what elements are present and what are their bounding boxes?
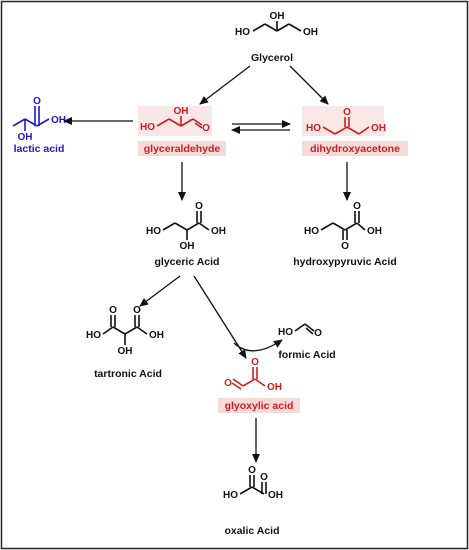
formic-acid-label: formic Acid [278,349,335,361]
tartronic-acid-structure [102,315,148,345]
glyoxylic-acid-o-left: O [224,378,232,389]
lactic-acid-structure [12,106,50,131]
arrow-glycerol-to-glyceraldehyde [199,65,251,105]
oxalic-acid-label: oxalic Acid [224,525,279,537]
oxalic-acid-ho: HO [223,490,238,501]
glycerol-oh-right: OH [303,27,318,38]
glyceric-acid-label: glyceric Acid [155,256,220,268]
oxalic-acid-structure [239,475,267,495]
glycerol-structure [252,21,302,32]
arrow-glyceric-to-glyoxylic-acid [193,275,247,359]
lactic-acid-oh-right: OH [51,115,66,126]
tartronic-acid-o-right: O [133,305,141,316]
oxalic-acid-oh: OH [268,490,283,501]
tartronic-acid-oh-bottom: OH [118,346,133,357]
lactic-acid-oh-bottom: OH [18,132,33,143]
hydroxypyruvic-acid-ho: HO [304,226,319,237]
glyceric-acid-oh-right: OH [211,226,226,237]
dihydroxyacetone-structure [322,117,370,135]
tartronic-acid-o-left: O [109,305,117,316]
glyceraldehyde-label: glyceraldehyde [144,143,221,155]
tartronic-acid-ho: HO [86,330,101,341]
hydroxypyruvic-acid-o-top: O [353,201,361,212]
glyoxylic-acid-structure [231,367,266,390]
glyceraldehyde-oh: OH [174,106,189,117]
glyceraldehyde-ho: HO [140,122,155,133]
arrow-glycerol-to-dihydroxyacetone [289,65,329,105]
arrow-glyceric-to-tartronic-acid [139,275,181,307]
dihydroxyacetone-highlight [302,141,408,156]
formic-acid-structure [294,323,315,335]
glyceraldehyde-structure [156,116,203,129]
hydroxypyruvic-acid-oh: OH [367,226,382,237]
hydroxypyruvic-acid-label: hydroxypyruvic Acid [293,256,396,268]
dihydroxyacetone-label: dihydroxyacetone [310,143,400,155]
formic-acid-ho: HO [278,327,293,338]
arrow-to-formic-acid [233,339,283,352]
oxalic-acid-o-left: O [248,465,256,476]
tartronic-acid-label: tartronic Acid [94,368,162,380]
dihydroxyacetone-o: O [343,107,351,118]
glyoxylic-acid-highlight [218,398,300,413]
glyceric-acid-structure [162,211,210,240]
lactic-acid-label: lactic acid [14,143,65,155]
glyoxylic-acid-oh: OH [267,382,282,393]
glycerol-oh-top: OH [270,11,285,22]
glycerol-label: Glycerol [251,52,293,64]
tartronic-acid-oh-right: OH [149,330,164,341]
hydroxypyruvic-acid-structure [320,211,366,240]
glyoxylic-acid-label: glyoxylic acid [225,400,294,412]
formic-acid-o: O [314,328,322,339]
dihydroxyacetone-oh: OH [371,123,386,134]
glyceric-acid-ho: HO [146,226,161,237]
glyceric-acid-o: O [195,201,203,212]
glyceric-acid-oh-bottom: OH [180,241,195,252]
dihydroxyacetone-ho: HO [306,123,321,134]
oxalic-acid-o-right: O [260,472,268,483]
dihydroxyacetone-structure-highlight [302,106,384,136]
hydroxypyruvic-acid-o-bottom: O [341,241,349,252]
glyceraldehyde-o: O [202,123,210,134]
glycerol-ho-left: HO [235,27,250,38]
glyoxylic-acid-o-top: O [251,357,259,368]
glyceraldehyde-highlight [138,141,226,156]
glyceraldehyde-structure-highlight [138,106,212,136]
lactic-acid-o: O [33,96,41,107]
